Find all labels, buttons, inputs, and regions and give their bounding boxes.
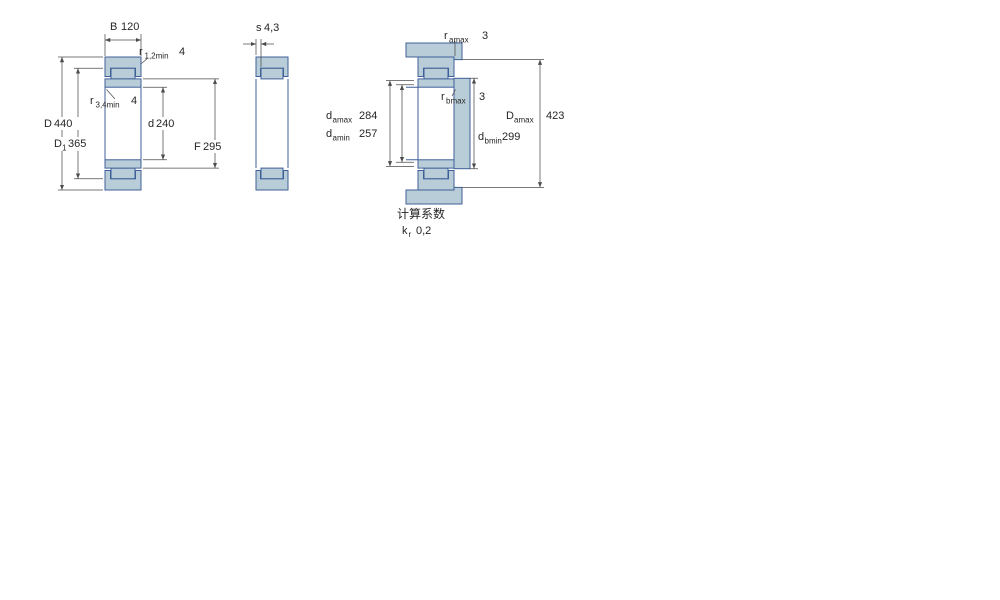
dimension-F xyxy=(143,78,219,169)
dim-Damax-value: 423 xyxy=(546,110,564,122)
shaft-surface-lines xyxy=(406,86,419,161)
mounted-roller-top-section xyxy=(423,67,449,80)
dim-rbmax-label: r xyxy=(441,91,445,103)
dim-damin-subscript: amin xyxy=(333,134,350,143)
dim-rbmax-subscript: bmax xyxy=(446,97,466,106)
dim-D-value: 440 xyxy=(54,118,72,130)
dim-r34-label: r xyxy=(90,95,94,107)
dim-D1-value: 365 xyxy=(68,138,86,150)
dim-Damax-label: D xyxy=(506,110,514,122)
dim-damax-subscript: amax xyxy=(333,116,353,125)
dim-ramax-label: r xyxy=(444,30,448,42)
mounted-roller-bottom-section xyxy=(423,167,449,180)
dim-r12-subscript: 1,2min xyxy=(145,52,169,61)
middle-silhouette-edge-lines xyxy=(255,78,289,169)
factor-kr-label: k xyxy=(402,225,408,237)
shaft-shoulder-section xyxy=(453,77,471,170)
dim-F-label: F xyxy=(194,141,201,153)
dim-r12-label: r xyxy=(139,46,143,58)
dim-s-label: s xyxy=(256,22,262,34)
dim-dbmin-label: d xyxy=(478,131,484,143)
dim-ramax-subscript: amax xyxy=(449,36,469,45)
dim-damax-label: d xyxy=(326,110,332,122)
calculation-factors: 计算系数 k r 0,2 xyxy=(397,206,445,239)
dimension-damin: d amin 257 xyxy=(326,84,414,163)
factor-kr-subscript: r xyxy=(409,230,412,239)
dim-D-text-backing xyxy=(42,117,80,130)
dimension-ramax: r amax 3 xyxy=(444,30,488,56)
dim-r34-value: 4 xyxy=(131,95,137,107)
dim-s-value: 4,3 xyxy=(264,22,279,34)
dim-D1-text-backing xyxy=(52,137,92,151)
calculation-factors-title: 计算系数 xyxy=(397,206,445,221)
inner-ring-top-section xyxy=(104,78,142,88)
dim-damin-label: d xyxy=(326,128,332,140)
dim-d-value: 240 xyxy=(156,118,174,130)
dim-ramax-value: 3 xyxy=(482,30,488,42)
dim-D-label: D xyxy=(44,118,52,130)
bore-edge-lines xyxy=(104,87,142,160)
mounted-inner-ring-top-section xyxy=(417,78,455,88)
dim-dbmin-subscript: bmin xyxy=(485,137,502,146)
roller-bottom-section xyxy=(110,167,136,180)
dim-d-text-backing xyxy=(146,117,180,130)
dim-D1-subscript: 1 xyxy=(62,144,67,153)
dim-damax-value: 284 xyxy=(359,110,377,122)
dim-damin-value: 257 xyxy=(359,128,377,140)
left-view-bearing-cross-section xyxy=(104,56,142,191)
dim-dbmin-value: 299 xyxy=(502,131,520,143)
dimension-Damax: D amax 423 xyxy=(462,59,564,188)
dim-rbmax-value: 3 xyxy=(479,91,485,103)
dim-B-label: B xyxy=(110,21,117,33)
dim-d-label: d xyxy=(148,118,154,130)
dimension-r34min: r 3,4min 4 xyxy=(90,89,137,110)
inner-ring-bottom-section xyxy=(104,159,142,169)
middle-view-ring-roller-section xyxy=(255,56,289,191)
middle-roller-bottom-section xyxy=(260,167,284,180)
dimension-rbmax: r bmax 3 xyxy=(441,89,485,106)
middle-roller-top-section xyxy=(260,67,284,80)
dim-F-value: 295 xyxy=(203,141,221,153)
dimension-damax: d amax 284 xyxy=(326,80,414,167)
roller-top-section xyxy=(110,67,136,80)
dim-r12-value: 4 xyxy=(179,46,185,58)
dimension-B: B 120 xyxy=(104,21,142,56)
dimension-s: s 4,3 xyxy=(243,22,279,67)
factor-kr-value: 0,2 xyxy=(416,225,431,237)
dimension-r12min: r 1,2min 4 xyxy=(139,46,185,64)
dim-r34-subscript: 3,4min xyxy=(96,101,120,110)
dim-Damax-subscript: amax xyxy=(514,116,534,125)
dimension-dbmin: d bmin 299 xyxy=(470,77,520,170)
mounted-inner-ring-bottom-section xyxy=(417,159,455,169)
dim-B-value: 120 xyxy=(121,21,139,33)
dim-D1-label: D xyxy=(54,138,62,150)
dim-F-text-backing xyxy=(192,140,226,153)
right-view-mounted-bearing xyxy=(405,42,471,205)
